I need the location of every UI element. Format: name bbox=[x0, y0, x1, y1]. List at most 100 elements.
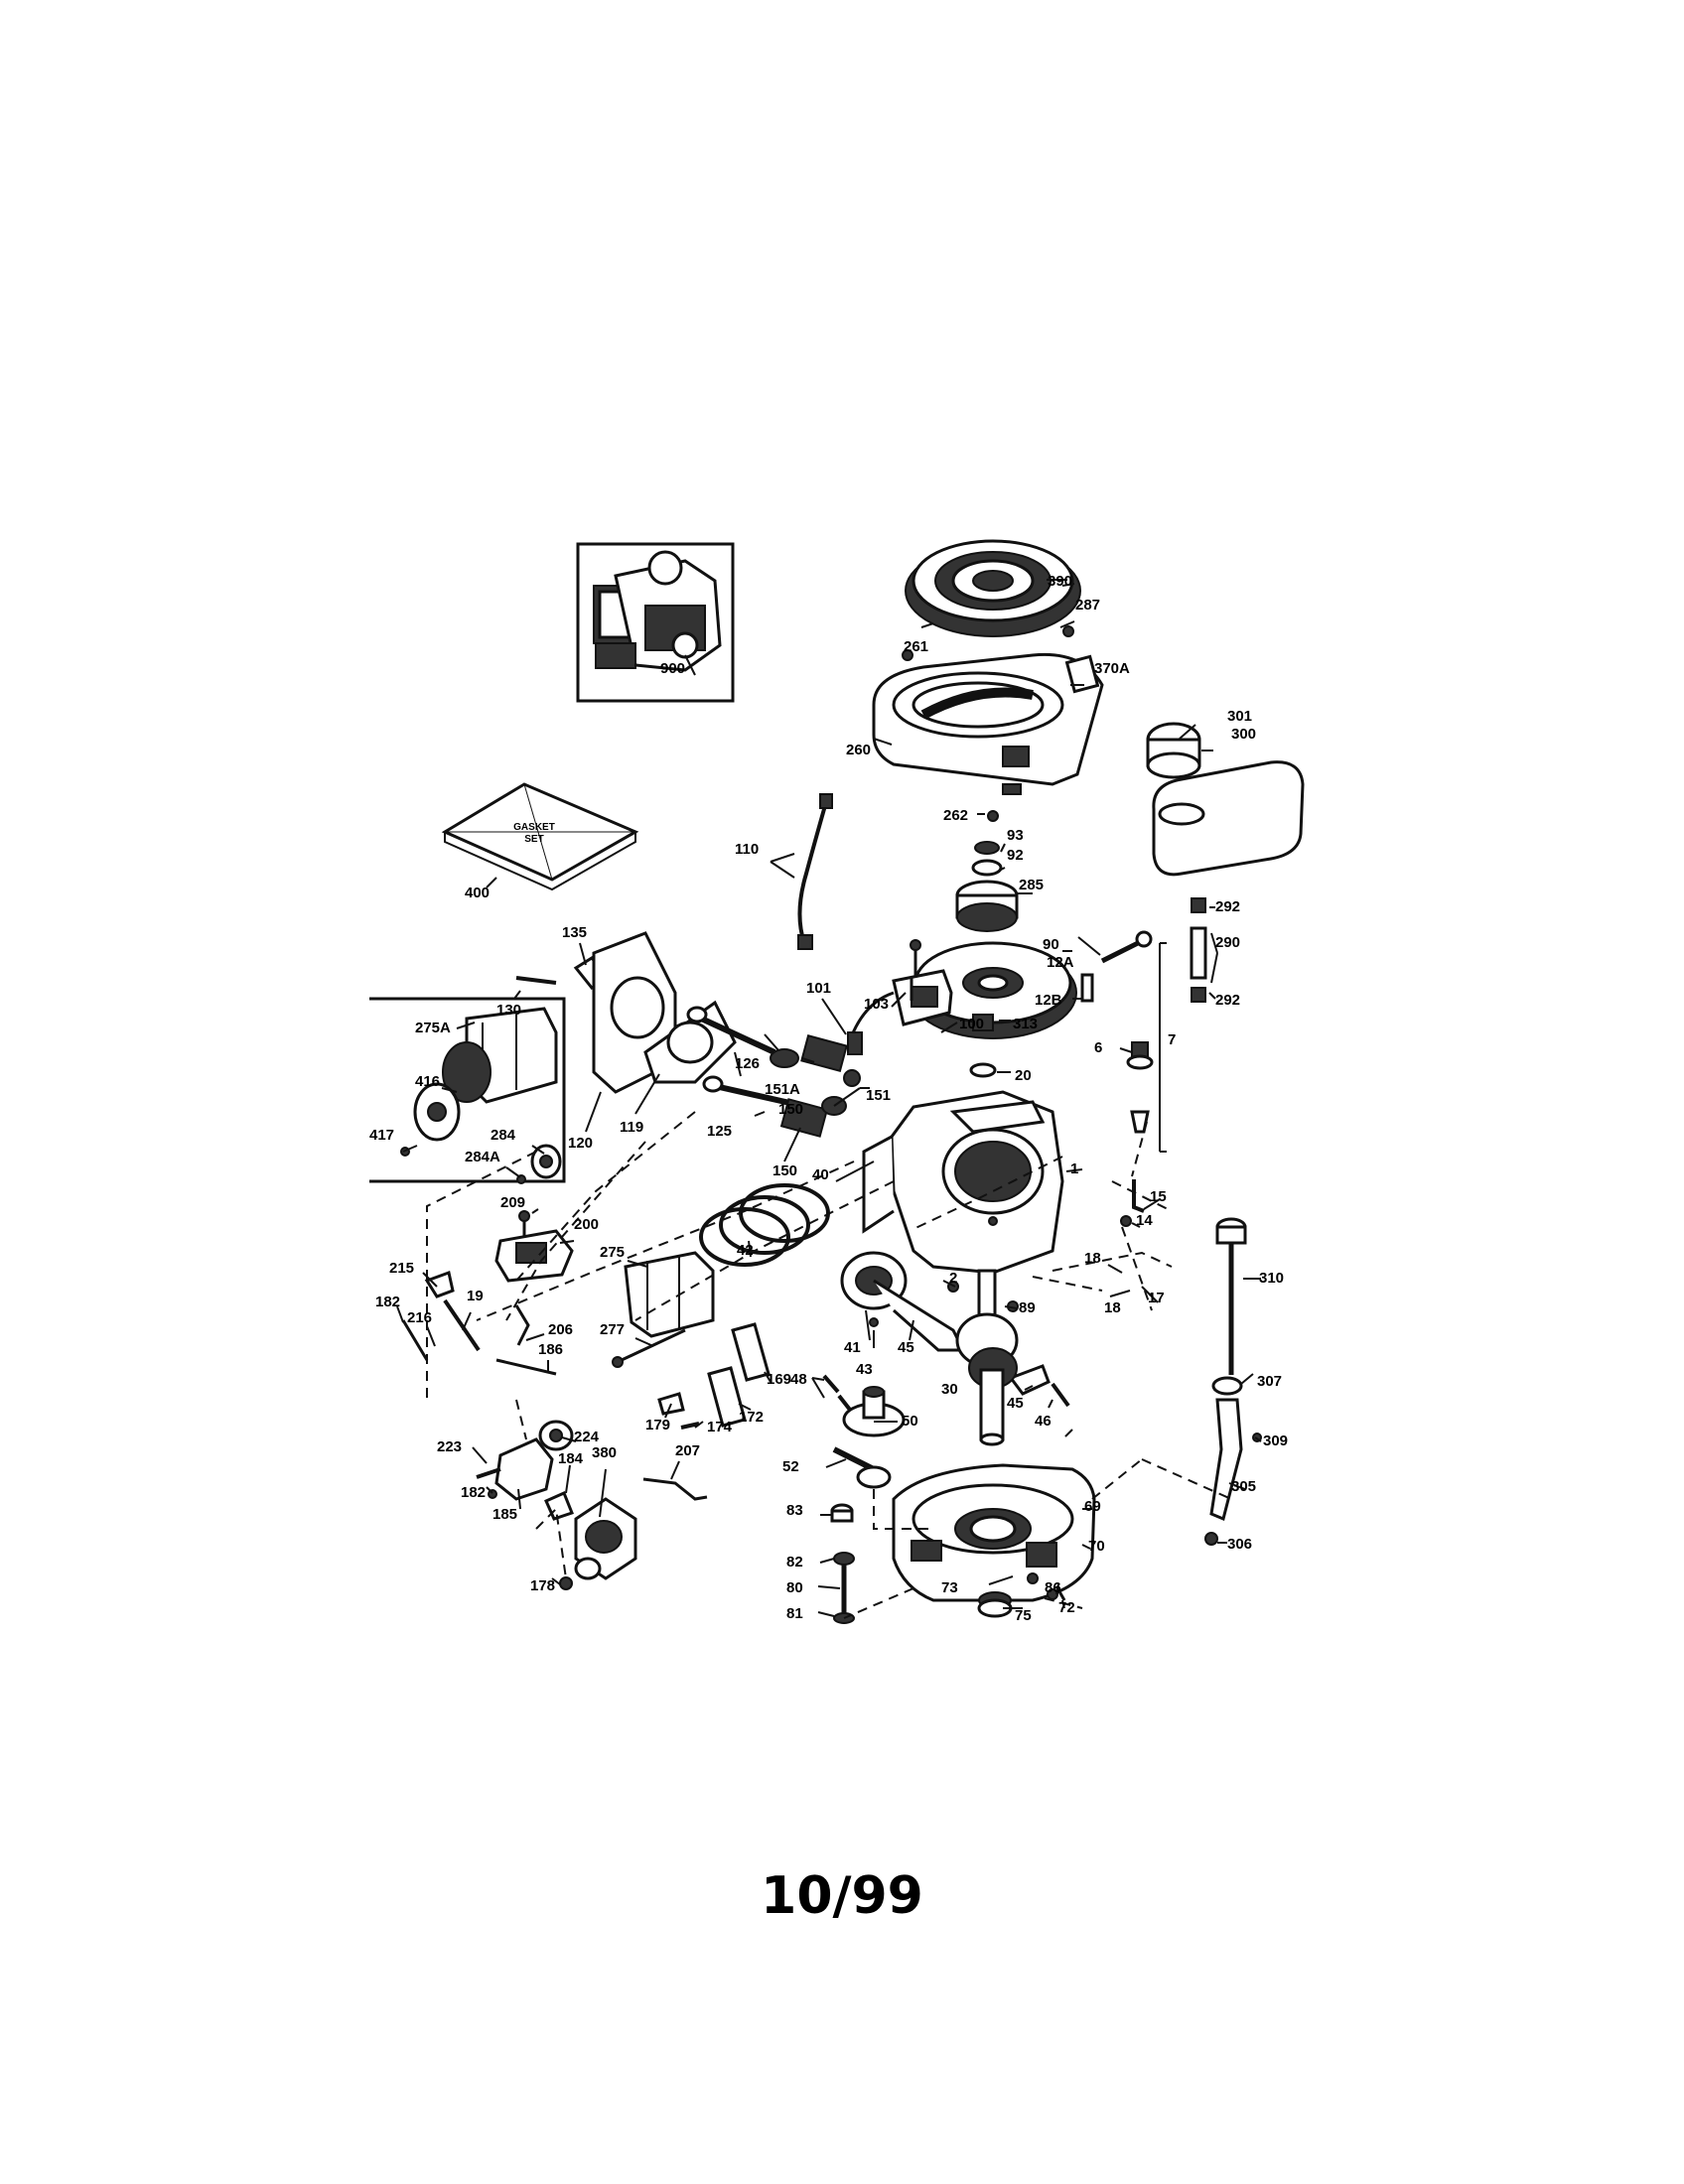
callout-43: 43 bbox=[856, 1361, 873, 1378]
gasket-set-text-1: GASKET bbox=[513, 822, 555, 833]
engine-block-part bbox=[862, 1090, 1064, 1275]
callout-182-right: 182 bbox=[461, 1484, 486, 1501]
callout-52: 52 bbox=[782, 1458, 799, 1475]
callout-277: 277 bbox=[600, 1321, 625, 1338]
callout-1: 1 bbox=[1070, 1160, 1078, 1177]
callout-390: 390 bbox=[1048, 573, 1072, 590]
callout-92: 92 bbox=[1007, 847, 1024, 864]
callout-81: 81 bbox=[786, 1605, 803, 1622]
ignition-wire-part bbox=[797, 793, 833, 950]
callout-75: 75 bbox=[1015, 1607, 1032, 1624]
callout-151: 151 bbox=[866, 1087, 891, 1104]
assembly-guide-lines bbox=[426, 1111, 1232, 1619]
callout-262: 262 bbox=[943, 807, 968, 824]
callout-310: 310 bbox=[1259, 1270, 1284, 1287]
callout-200: 200 bbox=[574, 1216, 599, 1233]
callout-2: 2 bbox=[949, 1270, 957, 1287]
fuel-line-part bbox=[1190, 897, 1207, 1003]
callout-73: 73 bbox=[941, 1579, 958, 1596]
callout-7: 7 bbox=[1168, 1031, 1176, 1048]
callout-313: 313 bbox=[1013, 1016, 1038, 1032]
callout-380: 380 bbox=[592, 1444, 617, 1461]
ignition-coil-part bbox=[847, 939, 953, 1055]
fuel-tank-part bbox=[1146, 722, 1305, 877]
camshaft-parts bbox=[822, 1374, 906, 1489]
callout-301: 301 bbox=[1227, 708, 1252, 725]
callout-6: 6 bbox=[1094, 1039, 1102, 1056]
callout-307: 307 bbox=[1257, 1373, 1282, 1390]
dipstick-parts bbox=[1204, 1217, 1262, 1546]
callout-70: 70 bbox=[1088, 1538, 1105, 1555]
callout-186: 186 bbox=[538, 1341, 563, 1358]
flywheel-parts bbox=[909, 841, 1077, 1039]
valve-parts bbox=[686, 1006, 861, 1138]
callout-400: 400 bbox=[465, 885, 490, 901]
callout-150-top: 150 bbox=[778, 1101, 803, 1118]
callout-20: 20 bbox=[1015, 1067, 1032, 1084]
callout-370a: 370A bbox=[1094, 660, 1130, 677]
callout-41: 41 bbox=[844, 1339, 861, 1356]
callout-284: 284 bbox=[491, 1127, 516, 1144]
callout-209: 209 bbox=[500, 1194, 525, 1211]
engine-assembly-inset bbox=[576, 542, 735, 703]
callout-30: 30 bbox=[941, 1381, 958, 1398]
callout-130: 130 bbox=[496, 1002, 521, 1019]
callout-215: 215 bbox=[389, 1260, 414, 1277]
air-filter-inset bbox=[369, 997, 566, 1184]
callout-150-bottom: 150 bbox=[772, 1162, 797, 1179]
callout-72: 72 bbox=[1058, 1599, 1075, 1616]
callout-18-top: 18 bbox=[1084, 1250, 1101, 1267]
leader-lines bbox=[396, 579, 1262, 1617]
callout-306: 306 bbox=[1227, 1536, 1252, 1553]
callout-305: 305 bbox=[1231, 1478, 1256, 1495]
callout-292-bottom: 292 bbox=[1215, 992, 1240, 1009]
callout-224: 224 bbox=[574, 1429, 600, 1445]
callout-101: 101 bbox=[806, 980, 831, 997]
callout-69: 69 bbox=[1084, 1498, 1101, 1515]
callout-83: 83 bbox=[786, 1502, 803, 1519]
crankcase-cover-parts bbox=[830, 1463, 1096, 1624]
callout-12b: 12B bbox=[1035, 992, 1062, 1009]
callout-182-left: 182 bbox=[375, 1294, 400, 1310]
governor-link-parts bbox=[1080, 930, 1167, 1153]
callout-416: 416 bbox=[415, 1073, 440, 1090]
callout-261: 261 bbox=[904, 638, 928, 655]
callout-184: 184 bbox=[558, 1450, 584, 1467]
callout-284a: 284A bbox=[465, 1149, 500, 1165]
callout-86: 86 bbox=[1045, 1579, 1061, 1596]
callout-174: 174 bbox=[707, 1419, 733, 1435]
callout-287: 287 bbox=[1075, 597, 1100, 614]
callout-93: 93 bbox=[1007, 827, 1024, 844]
callout-12a: 12A bbox=[1047, 954, 1074, 971]
callout-125: 125 bbox=[707, 1123, 732, 1140]
callout-207: 207 bbox=[675, 1442, 700, 1459]
callout-185: 185 bbox=[492, 1506, 517, 1523]
callout-900: 900 bbox=[660, 660, 685, 677]
gasket-set-part: GASKET SET bbox=[441, 782, 639, 891]
callout-45-left: 45 bbox=[898, 1339, 914, 1356]
throttle-linkage-parts bbox=[1120, 1179, 1145, 1227]
callout-151a: 151A bbox=[765, 1081, 800, 1098]
callout-292-top: 292 bbox=[1215, 898, 1240, 915]
callout-48: 48 bbox=[790, 1371, 807, 1388]
callout-309: 309 bbox=[1263, 1433, 1288, 1449]
callout-42: 42 bbox=[737, 1242, 754, 1259]
gasket-set-text-2: SET bbox=[524, 834, 543, 845]
callout-275a: 275A bbox=[415, 1020, 451, 1036]
callout-110: 110 bbox=[735, 841, 759, 858]
callout-80: 80 bbox=[786, 1579, 803, 1596]
callout-300: 300 bbox=[1231, 726, 1256, 743]
callout-17: 17 bbox=[1148, 1290, 1165, 1306]
callout-290: 290 bbox=[1215, 934, 1240, 951]
callout-90: 90 bbox=[1043, 936, 1059, 953]
callout-172: 172 bbox=[739, 1409, 764, 1426]
callout-417: 417 bbox=[369, 1127, 394, 1144]
callout-223: 223 bbox=[437, 1438, 462, 1455]
cylinder-head-parts bbox=[515, 931, 737, 1094]
callout-103: 103 bbox=[864, 996, 889, 1013]
callout-50: 50 bbox=[902, 1413, 918, 1430]
callout-119: 119 bbox=[620, 1119, 643, 1136]
callout-179: 179 bbox=[645, 1417, 670, 1433]
callout-120: 120 bbox=[568, 1135, 593, 1152]
